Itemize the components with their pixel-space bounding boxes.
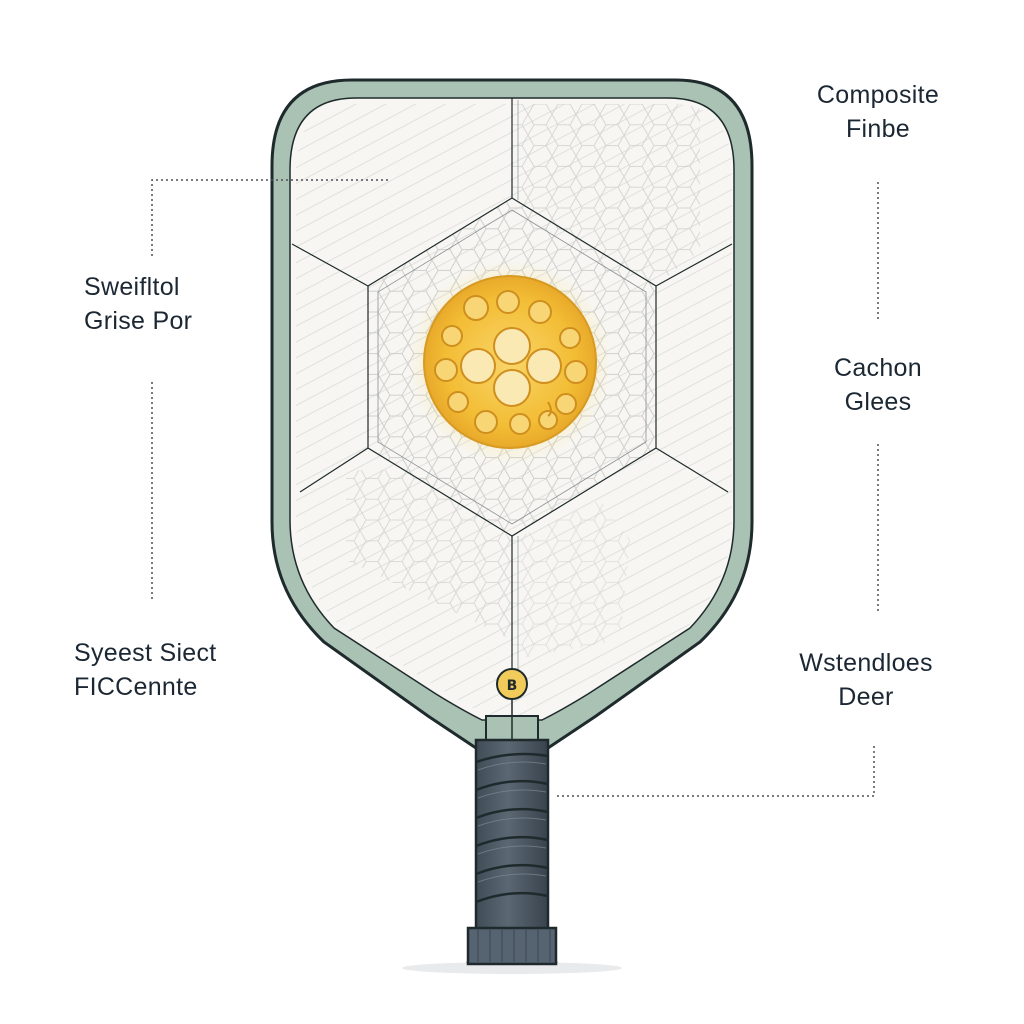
label-right-middle-line1: Cachon xyxy=(834,354,922,382)
logo-badge xyxy=(496,668,528,700)
label-right-middle: Cachon Glees xyxy=(826,351,930,419)
label-right-bottom: Wstendloes Deer xyxy=(780,646,952,714)
label-left-top-line2: Grise Por xyxy=(84,307,193,335)
label-left-top-line1: Sweifltol xyxy=(84,273,180,301)
label-right-bottom-line2: Deer xyxy=(838,683,894,711)
label-right-middle-line2: Glees xyxy=(844,388,912,416)
label-right-bottom-line1: Wstendloes xyxy=(799,649,933,677)
leader-lines xyxy=(151,179,879,797)
sweet-spot-cells xyxy=(434,290,588,435)
leader-line-right-bottom xyxy=(554,746,875,797)
grip-wraps xyxy=(475,752,549,904)
sweet-spot-core-cells xyxy=(460,327,562,407)
label-left-bottom-line2: FICCennte xyxy=(74,673,198,701)
leader-line-left-top xyxy=(151,179,388,256)
label-left-top: Sweifltol Grise Por xyxy=(84,270,192,338)
label-right-top: Composite Finbe xyxy=(800,78,956,146)
butt-cap xyxy=(466,926,558,966)
label-right-top-line1: Composite xyxy=(816,81,940,109)
label-left-bottom: Syeest Siect FICCennte xyxy=(74,636,217,704)
floor-shadow xyxy=(402,962,622,974)
label-left-bottom-line1: Syeest Siect xyxy=(74,639,217,667)
logo-text: B xyxy=(507,678,518,694)
label-right-top-line2: Finbe xyxy=(845,115,911,143)
